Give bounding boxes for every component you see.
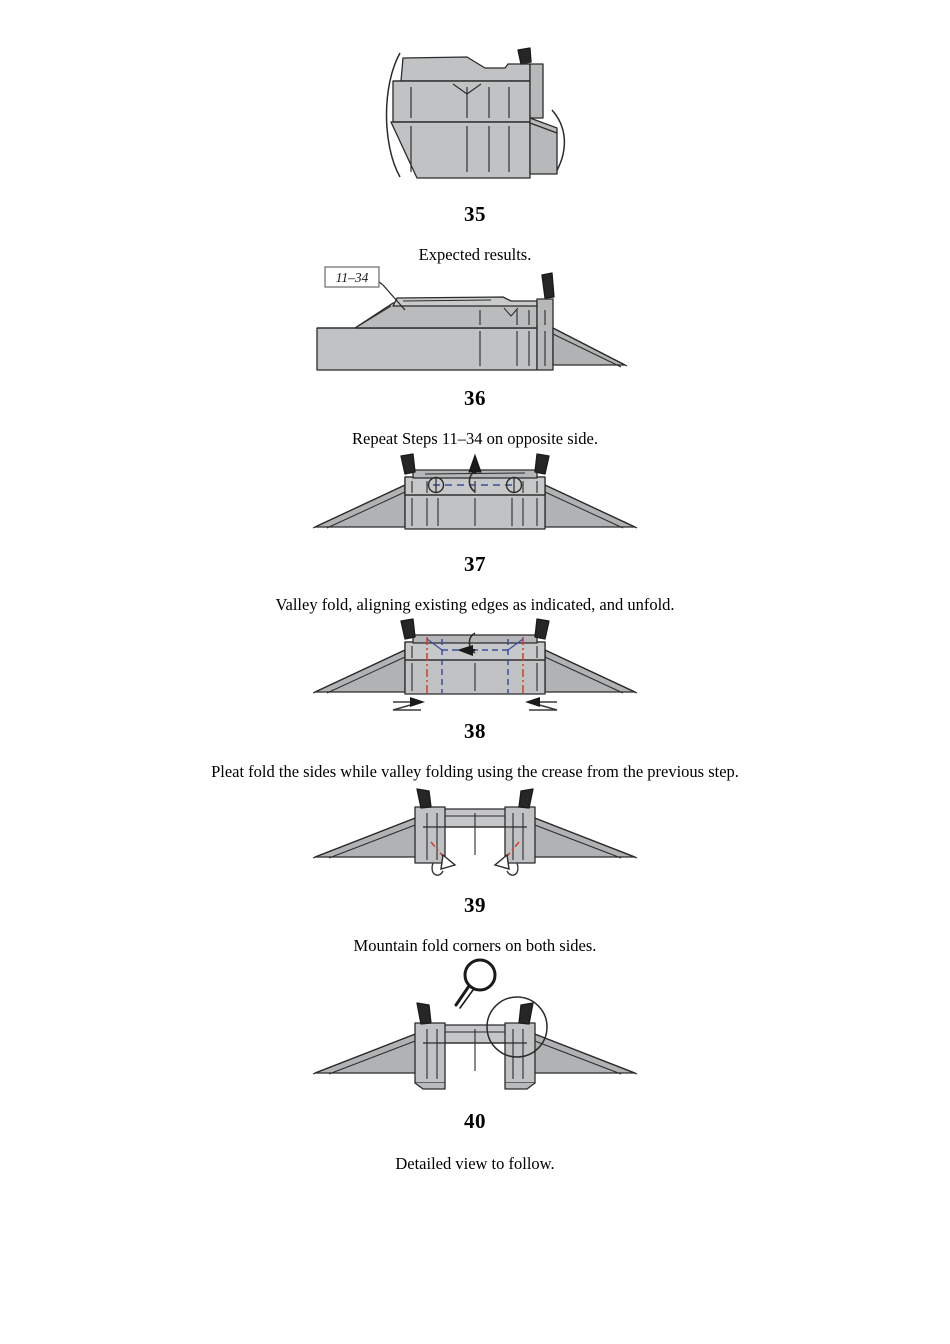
- step-37-caption: Valley fold, aligning existing edges as …: [275, 595, 675, 614]
- step-35-number: 35: [464, 202, 486, 226]
- step-40-diagram: [312, 958, 638, 1090]
- step-39-caption: Mountain fold corners on both sides.: [353, 936, 597, 955]
- detail-circle: [486, 996, 548, 1058]
- step-36-label-text: 11–34: [336, 270, 369, 285]
- step-36-caption: Repeat Steps 11–34 on opposite side.: [352, 429, 598, 448]
- step-35: 35 Expected results.: [0, 40, 950, 265]
- step-38-pleat-arrow-left: [392, 697, 425, 711]
- step-38: 38 Pleat fold the sides while valley fol…: [0, 617, 950, 782]
- step-37-valley-annotation: [427, 453, 523, 494]
- step-40: 40 Detailed view to follow.: [0, 955, 950, 1174]
- step-38-caption: Pleat fold the sides while valley foldin…: [211, 762, 739, 781]
- step-38-number: 38: [464, 719, 486, 743]
- step-36-label-annotation: 11–34: [324, 266, 406, 311]
- magnifier-icon: [454, 958, 497, 1009]
- step-36-diagram: 11–34: [316, 266, 628, 371]
- step-39-mountain-annotations: [430, 841, 520, 876]
- step-35-caption: Expected results.: [418, 245, 532, 264]
- step-35-diagram: [385, 47, 566, 179]
- step-39-number: 39: [464, 893, 486, 917]
- step-40-number: 40: [464, 1109, 486, 1133]
- step-39: 39 Mountain fold corners on both sides.: [0, 787, 950, 956]
- step-37-number: 37: [464, 552, 486, 576]
- step-40-caption: Detailed view to follow.: [395, 1154, 555, 1173]
- step-37: 37 Valley fold, aligning existing edges …: [0, 452, 950, 615]
- step-39-diagram: [312, 788, 638, 876]
- step-38-diagram: [312, 618, 638, 711]
- step-37-diagram: [312, 453, 638, 530]
- step-36-number: 36: [464, 386, 486, 410]
- step-36: 11–34 36 Repeat Steps 11–34 on opposite …: [0, 265, 950, 449]
- step-38-pleat-arrow-right: [525, 697, 558, 711]
- step-38-fold-annotations: [426, 632, 524, 693]
